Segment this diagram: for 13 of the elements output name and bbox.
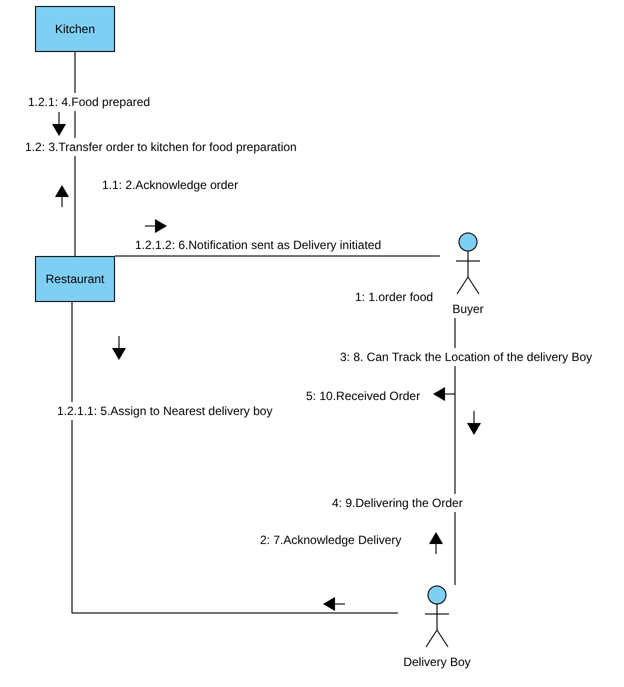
object-box: [35, 6, 115, 52]
object-box: [35, 256, 115, 302]
message-label: 3: 8. Can Track the Location of the delivery Boy: [340, 348, 592, 366]
object-name: Restaurant: [46, 271, 104, 288]
object-name: Kitchen: [54, 21, 96, 38]
actor-name: Delivery Boy: [403, 654, 471, 671]
actor-name: Buyer: [452, 301, 484, 318]
message-label: 1.2.1: 4.Food prepared: [28, 93, 150, 111]
connector-line: [72, 302, 398, 614]
connector-line: [454, 318, 456, 586]
message-label: 4: 9.Delivering the Order: [332, 494, 463, 512]
message-label: 1.2: 3.Transfer order to kitchen for food preparation: [25, 138, 297, 156]
message-label: 1.2.1.1: 5.Assign to Nearest delivery boy: [57, 402, 272, 420]
